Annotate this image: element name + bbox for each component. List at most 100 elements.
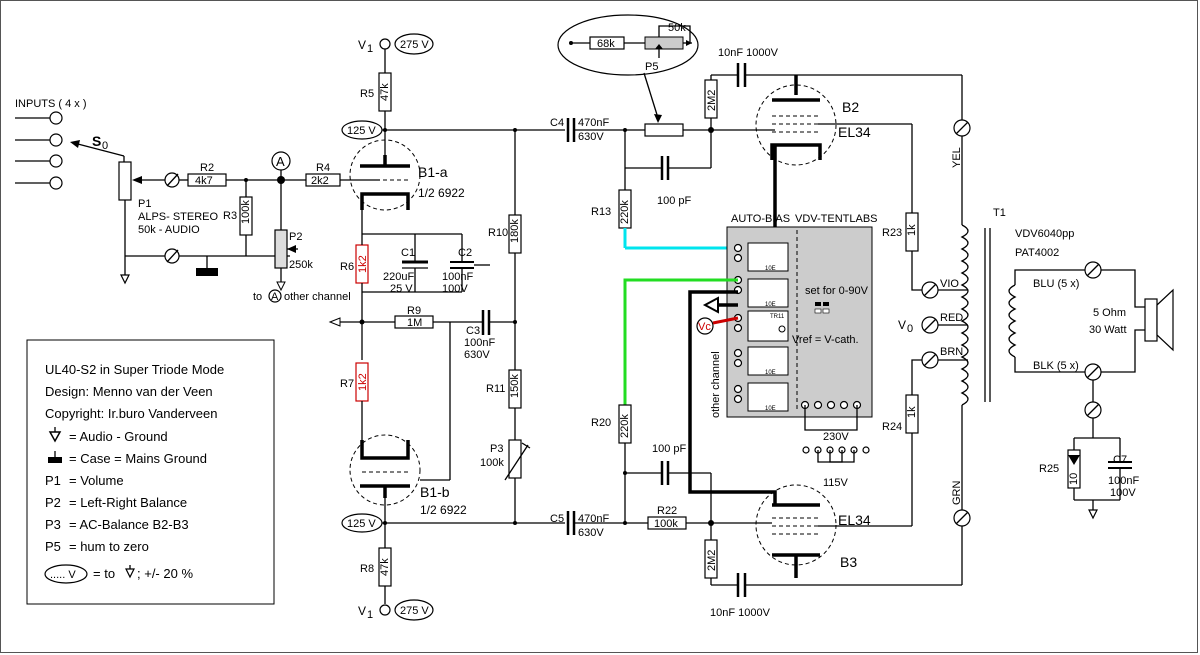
- v125-top: 125 V: [341, 120, 565, 140]
- r2-resistor: R2 4k7: [187, 162, 306, 187]
- b2-tube: B2 EL34: [755, 84, 912, 166]
- svg-text:to: to: [253, 291, 262, 303]
- r8-resistor: 47k R8: [360, 547, 392, 604]
- svg-text:470nF: 470nF: [578, 117, 609, 129]
- p1-desc1: ALPS- STEREO: [138, 211, 219, 223]
- voltage-selector-230: 230V: [804, 405, 858, 443]
- svg-text:B1-a: B1-a: [418, 164, 448, 180]
- svg-text:P3: P3: [45, 517, 61, 532]
- svg-text:P2: P2: [289, 231, 302, 243]
- svg-text:T1: T1: [993, 207, 1006, 219]
- svg-text:A: A: [271, 291, 279, 303]
- svg-text:P1: P1: [45, 473, 61, 488]
- svg-text:10nF 1000V: 10nF 1000V: [710, 607, 771, 619]
- svg-text:C4: C4: [550, 117, 564, 129]
- svg-text:YEL: YEL: [951, 147, 963, 168]
- svg-text:630V: 630V: [578, 527, 604, 539]
- r3-resistor: 100k R3: [223, 178, 253, 256]
- svg-text:150k: 150k: [509, 374, 521, 398]
- svg-text:100V: 100V: [442, 283, 468, 295]
- svg-text:EL34: EL34: [838, 124, 871, 140]
- svg-text:BLK (5 x): BLK (5 x): [1033, 360, 1079, 372]
- svg-text:1/2 6922: 1/2 6922: [418, 186, 465, 200]
- svg-text:B1-b: B1-b: [420, 484, 450, 500]
- svg-text:R5: R5: [360, 88, 374, 100]
- svg-text:1k: 1k: [906, 224, 918, 236]
- svg-text:125 V: 125 V: [347, 125, 376, 137]
- svg-text:VIO: VIO: [940, 278, 959, 290]
- svg-text:100nF: 100nF: [442, 271, 473, 283]
- svg-text:TR11: TR11: [770, 314, 785, 320]
- case-ground-symbol: [196, 256, 218, 276]
- svg-text:10E: 10E: [765, 370, 776, 376]
- svg-text:C5: C5: [550, 513, 564, 525]
- c10nf-bot: 10nF 1000V: [710, 573, 962, 619]
- svg-text:10: 10: [1068, 473, 1080, 485]
- svg-text:630V: 630V: [578, 131, 604, 143]
- b1b-tube: B1-b 1/2 6922: [349, 434, 467, 517]
- svg-text:R13: R13: [591, 206, 611, 218]
- svg-text:AUTO-BIAS: AUTO-BIAS: [731, 213, 790, 225]
- svg-text:470nF: 470nF: [578, 513, 609, 525]
- legend-title: UL40-S2 in Super Triode Mode: [45, 362, 224, 377]
- svg-text:1/2 6922: 1/2 6922: [420, 503, 467, 517]
- b2-cathode-wire: [738, 145, 777, 242]
- svg-text:2M2: 2M2: [706, 90, 718, 111]
- svg-text:250k: 250k: [289, 259, 313, 271]
- r5-resistor: 47k R5: [360, 72, 392, 155]
- svg-text:1: 1: [367, 609, 373, 621]
- svg-text:VDV6040pp: VDV6040pp: [1015, 228, 1074, 240]
- svg-text:V: V: [898, 318, 906, 332]
- p5-pot: [623, 123, 775, 190]
- v1-top-supply: V 1 275 V: [358, 33, 434, 73]
- svg-text:10E: 10E: [765, 266, 776, 272]
- svg-text:R4: R4: [316, 162, 330, 174]
- svg-text:630V: 630V: [464, 349, 490, 361]
- r22-resistor: R22 100k: [647, 505, 772, 530]
- r13-resistor: R13 220k: [591, 189, 738, 250]
- v125-bot: 125 V: [341, 498, 565, 548]
- svg-text:C2: C2: [458, 247, 472, 259]
- b1a-tube: B1-a 1/2 6922: [349, 139, 465, 211]
- svg-text:100k: 100k: [654, 518, 678, 530]
- svg-text:R25: R25: [1039, 463, 1059, 475]
- p1-desc2: 50k - AUDIO: [138, 224, 200, 236]
- c5-capacitor: C5 470nF 630V: [550, 511, 648, 539]
- r2m2-top: 2M2: [704, 74, 738, 130]
- c7-capacitor: C7 100nF 100V: [1074, 438, 1139, 520]
- svg-text:PAT4002: PAT4002: [1015, 247, 1059, 259]
- svg-text:R6: R6: [340, 261, 354, 273]
- svg-text:50k: 50k: [668, 22, 686, 34]
- r10-resistor: 180k R10: [488, 128, 522, 370]
- speaker-icon: [1144, 298, 1158, 342]
- svg-text:30 Watt: 30 Watt: [1089, 324, 1127, 336]
- svg-text:P2: P2: [45, 495, 61, 510]
- svg-text:25 V: 25 V: [390, 283, 413, 295]
- svg-text:= to: = to: [93, 566, 115, 581]
- svg-text:R2: R2: [200, 162, 214, 174]
- autobias-board: AUTO-BIAS VDV-TENTLABS 10E 10E TR11 10E …: [726, 213, 878, 418]
- s0-sub: 0: [102, 140, 108, 152]
- svg-text:47k: 47k: [379, 83, 391, 101]
- svg-text:P5: P5: [45, 539, 61, 554]
- svg-text:C1: C1: [401, 247, 415, 259]
- svg-text:2M2: 2M2: [706, 550, 718, 571]
- svg-text:275 V: 275 V: [400, 605, 429, 617]
- svg-text:5 Ohm: 5 Ohm: [1093, 307, 1126, 319]
- svg-text:Vc: Vc: [698, 321, 711, 333]
- svg-text:P5: P5: [645, 61, 658, 73]
- svg-text:220k: 220k: [619, 414, 631, 438]
- c10nf-top: 10nF 1000V: [718, 47, 962, 95]
- svg-text:100 pF: 100 pF: [657, 195, 692, 207]
- svg-text:C3: C3: [466, 325, 480, 337]
- v1-bot-supply: V 1 275 V: [358, 599, 434, 621]
- svg-text:1k: 1k: [906, 406, 918, 418]
- r11-resistor: 150k R11: [486, 369, 522, 440]
- svg-text:10nF 1000V: 10nF 1000V: [718, 47, 779, 59]
- svg-text:R22: R22: [657, 505, 677, 517]
- svg-text:..... V: ..... V: [50, 569, 76, 581]
- svg-text:10E: 10E: [765, 406, 776, 412]
- p5-inset: 68k 50k P5: [557, 14, 699, 123]
- b3-tube: EL34 B3: [755, 484, 912, 578]
